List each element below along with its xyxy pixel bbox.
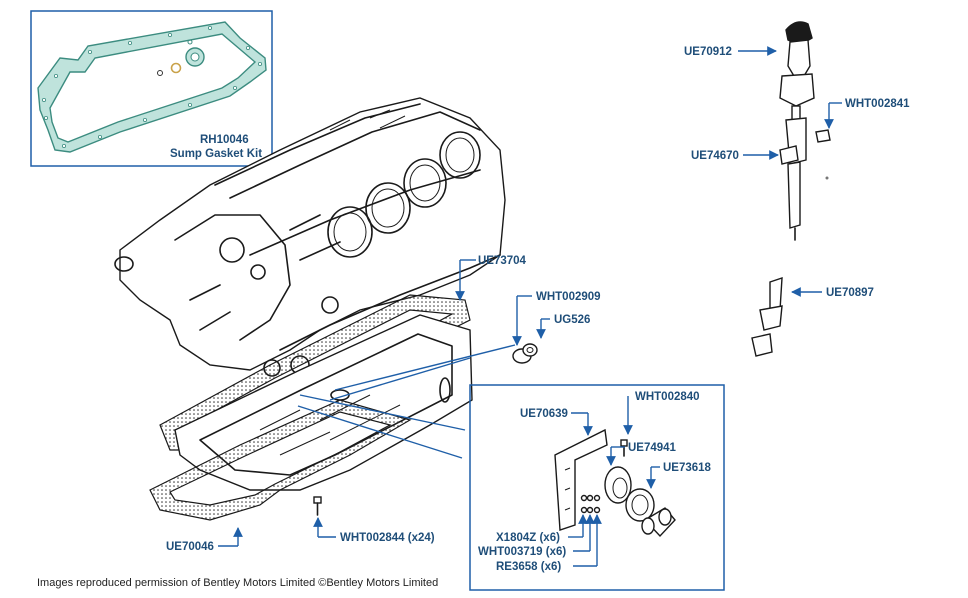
label-wht002841: WHT002841 [845, 98, 910, 110]
label-ue73704: UE73704 [478, 255, 527, 267]
label-ue74670: UE74670 [691, 150, 739, 162]
engine-block-drawing [114, 97, 506, 377]
label-leaders [218, 46, 842, 567]
sump-gasket-kit-inset: RH10046 Sump Gasket Kit [30, 10, 273, 167]
label-wht002844: WHT002844 (x24) [340, 532, 435, 544]
detail-frame [469, 384, 725, 591]
label-wht002909: WHT002909 [536, 291, 601, 303]
label-wht003719: WHT003719 (x6) [478, 546, 566, 558]
label-ue70897: UE70897 [826, 287, 874, 299]
oil-pump-detail-box [469, 384, 725, 591]
detail-callout-lines [297, 344, 516, 459]
cylinder-bores [327, 131, 481, 258]
label-sump-gasket-kit: Sump Gasket Kit [170, 148, 262, 160]
inset-frame [30, 10, 273, 167]
label-ue70912: UE70912 [684, 46, 732, 58]
pump-bracket [554, 428, 608, 531]
dipstick-assembly-drawing [751, 21, 831, 357]
sump-gasket-kit-bolt-holes [42, 25, 262, 148]
image-credit: Images reproduced permission of Bentley … [37, 577, 438, 589]
drain-plug-drawing [512, 343, 538, 364]
label-ue74941: UE74941 [628, 442, 677, 454]
pump-bolts [580, 494, 601, 514]
label-ue73618: UE73618 [663, 462, 712, 474]
oil-pump-gasket [625, 488, 655, 522]
label-ue70639: UE70639 [520, 408, 568, 420]
label-ug526: UG526 [554, 314, 590, 326]
part-labels: UE70912 WHT002841 UE74670 UE73704 WHT002… [166, 46, 910, 573]
label-x1804z: X1804Z (x6) [496, 532, 560, 544]
sump-gasket-kit-washer [170, 62, 182, 74]
lower-sump-gasket-drawing [149, 399, 412, 521]
bolt-wht002844-drawing [313, 496, 322, 516]
label-wht002840: WHT002840 [635, 391, 700, 403]
sump-gasket-kit-o-ring [157, 70, 163, 76]
sump-gasket-kit-gasket [37, 21, 267, 153]
label-rh10046: RH10046 [200, 134, 249, 146]
oil-pump-body [604, 466, 632, 504]
label-ue70046: UE70046 [166, 541, 214, 553]
label-re3658: RE3658 (x6) [496, 561, 561, 573]
